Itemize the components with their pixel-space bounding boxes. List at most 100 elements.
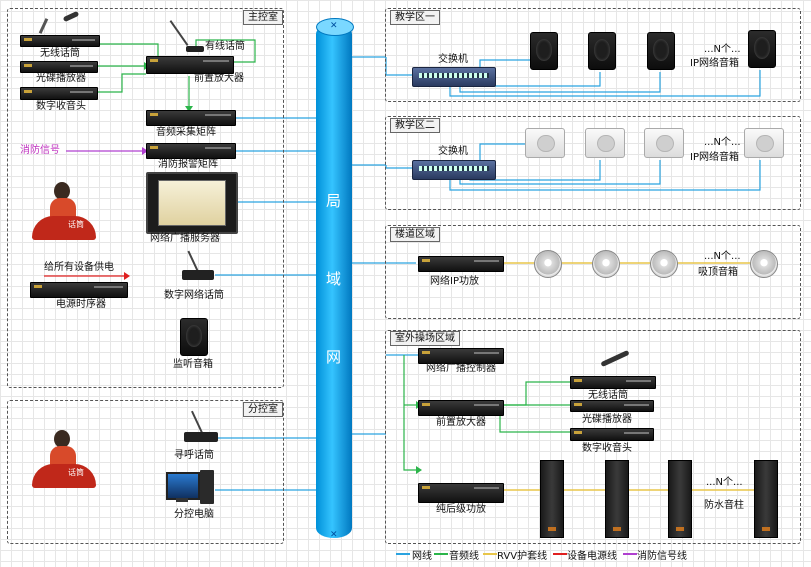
- ip-speaker-1b: [588, 32, 616, 70]
- server-label: 网络广播服务器: [150, 233, 220, 244]
- outdoor-zone: [385, 330, 801, 544]
- server-screen: [158, 180, 226, 226]
- teach1-title: 教学区一: [390, 10, 440, 25]
- cd-player: [20, 61, 98, 73]
- ip-speaker-2d: [744, 128, 784, 158]
- preamp-label: 前置放大器: [194, 73, 244, 84]
- wireless-mic-receiver: [20, 35, 100, 47]
- operator-branch-icon: 话筒: [30, 428, 100, 490]
- fire-signal-label: 消防信号: [20, 145, 60, 156]
- ceiling-speaker-b: [592, 250, 620, 278]
- teach1-ip-speaker-label: IP网络音箱: [690, 58, 739, 69]
- teach1-zone: [385, 8, 801, 102]
- preamp: [146, 56, 234, 74]
- pc-monitor: [166, 472, 200, 500]
- broadcast-controller-label: 网络广播控制器: [426, 363, 496, 374]
- switch-2-label: 交换机: [438, 146, 468, 157]
- ip-speaker-1a: [530, 32, 558, 70]
- audio-line-wireless: [98, 43, 159, 58]
- lan-backbone-top: [316, 18, 354, 36]
- wired-mic-base: [186, 46, 204, 52]
- corridor-zone: [385, 225, 801, 319]
- operator-desk-sign: 话筒: [68, 468, 84, 477]
- legend-fire: 消防信号线: [637, 551, 687, 562]
- monitor-speaker-label: 监听音箱: [173, 359, 213, 370]
- switch-2: [412, 160, 496, 180]
- legend-swatch-network: [396, 553, 410, 555]
- main-room-title: 主控室: [243, 10, 283, 25]
- power-amp-label: 纯后级功放: [436, 504, 486, 515]
- fire-matrix-label: 消防报警矩阵: [158, 159, 218, 170]
- net-line-switch2: [385, 165, 412, 169]
- corridor-n-more: ...N个...: [704, 251, 741, 262]
- lan-label-1: 局: [326, 192, 342, 210]
- cd-player-label: 光碟播放器: [36, 73, 86, 84]
- legend-audio: 音频线: [449, 551, 479, 562]
- broadcast-controller: [418, 348, 504, 364]
- ip-speaker-2b: [585, 128, 625, 158]
- outdoor-wireless-receiver: [570, 376, 656, 389]
- teach2-title: 教学区二: [390, 118, 440, 133]
- ceiling-speaker-c: [650, 250, 678, 278]
- outdoor-cd-player: [570, 400, 654, 412]
- power-all-label: 给所有设备供电: [44, 262, 114, 273]
- legend-swatch-power: [553, 553, 567, 555]
- ip-speaker-1c: [647, 32, 675, 70]
- branch-pc-label: 分控电脑: [174, 509, 214, 520]
- operator-head: [54, 182, 70, 200]
- outdoor-wireless-label: 无线话筒: [588, 390, 628, 401]
- branch-room-zone: [7, 400, 284, 544]
- outdoor-cd-player-label: 光碟播放器: [582, 414, 632, 425]
- operator-body: [50, 198, 76, 220]
- main-room-zone: [7, 8, 284, 388]
- outdoor-digital-tuner: [570, 428, 654, 441]
- switch-1: [412, 67, 496, 87]
- ceiling-speaker-a: [534, 250, 562, 278]
- digital-tuner-label: 数字收音头: [36, 101, 86, 112]
- operator-body: [50, 446, 76, 468]
- outdoor-n-more: ...N个...: [706, 477, 743, 488]
- legend-swatch-fire: [623, 553, 637, 555]
- legend-swatch-rvv: [483, 553, 497, 555]
- outdoor-preamp-label: 前置放大器: [436, 417, 486, 428]
- column-speaker-c: [668, 460, 692, 538]
- pc-stand: [176, 498, 188, 502]
- audio-line-wired-mic: [195, 39, 256, 63]
- power-sequencer: [30, 282, 128, 298]
- power-amp: [418, 483, 504, 503]
- outdoor-title: 室外操场区域: [390, 331, 460, 346]
- column-speaker-a: [540, 460, 564, 538]
- legend-swatch-audio: [434, 553, 448, 555]
- outdoor-preamp: [418, 400, 504, 416]
- network-ip-amp: [418, 256, 504, 272]
- ceiling-speaker-label: 吸顶音箱: [698, 267, 738, 278]
- ip-speaker-2c: [644, 128, 684, 158]
- audio-matrix: [146, 110, 236, 126]
- lan-top-marker-icon: ✕: [330, 21, 338, 31]
- audio-line-outdoor: [403, 355, 418, 471]
- net-line-switch1: [385, 57, 412, 76]
- operator-desk-sign: 话筒: [68, 220, 84, 229]
- ip-speaker-1d: [748, 30, 776, 68]
- legend-rvv: RVV护套线: [497, 551, 548, 562]
- digital-tuner: [20, 87, 98, 100]
- net-mic-base: [182, 270, 214, 280]
- paging-mic-label: 寻呼话筒: [174, 450, 214, 461]
- corridor-title: 楼道区域: [390, 227, 440, 242]
- teach2-ip-speaker-label: IP网络音箱: [690, 152, 739, 163]
- lan-label-3: 网: [326, 348, 342, 366]
- paging-mic-base: [184, 432, 218, 442]
- fire-matrix: [146, 143, 236, 159]
- ip-speaker-2a: [525, 128, 565, 158]
- operator-main-icon: 话筒: [30, 180, 100, 242]
- pc-tower: [200, 470, 214, 504]
- wired-mic-label: 有线话筒: [205, 41, 245, 52]
- column-speaker-label: 防水音柱: [704, 500, 744, 511]
- net-mic-label: 数字网络话筒: [164, 290, 224, 301]
- ceiling-speaker-d: [750, 250, 778, 278]
- column-speaker-d: [754, 460, 778, 538]
- audio-matrix-label: 音频采集矩阵: [156, 127, 216, 138]
- branch-pc-icon: [166, 470, 216, 506]
- lan-label-2: 域: [326, 270, 342, 288]
